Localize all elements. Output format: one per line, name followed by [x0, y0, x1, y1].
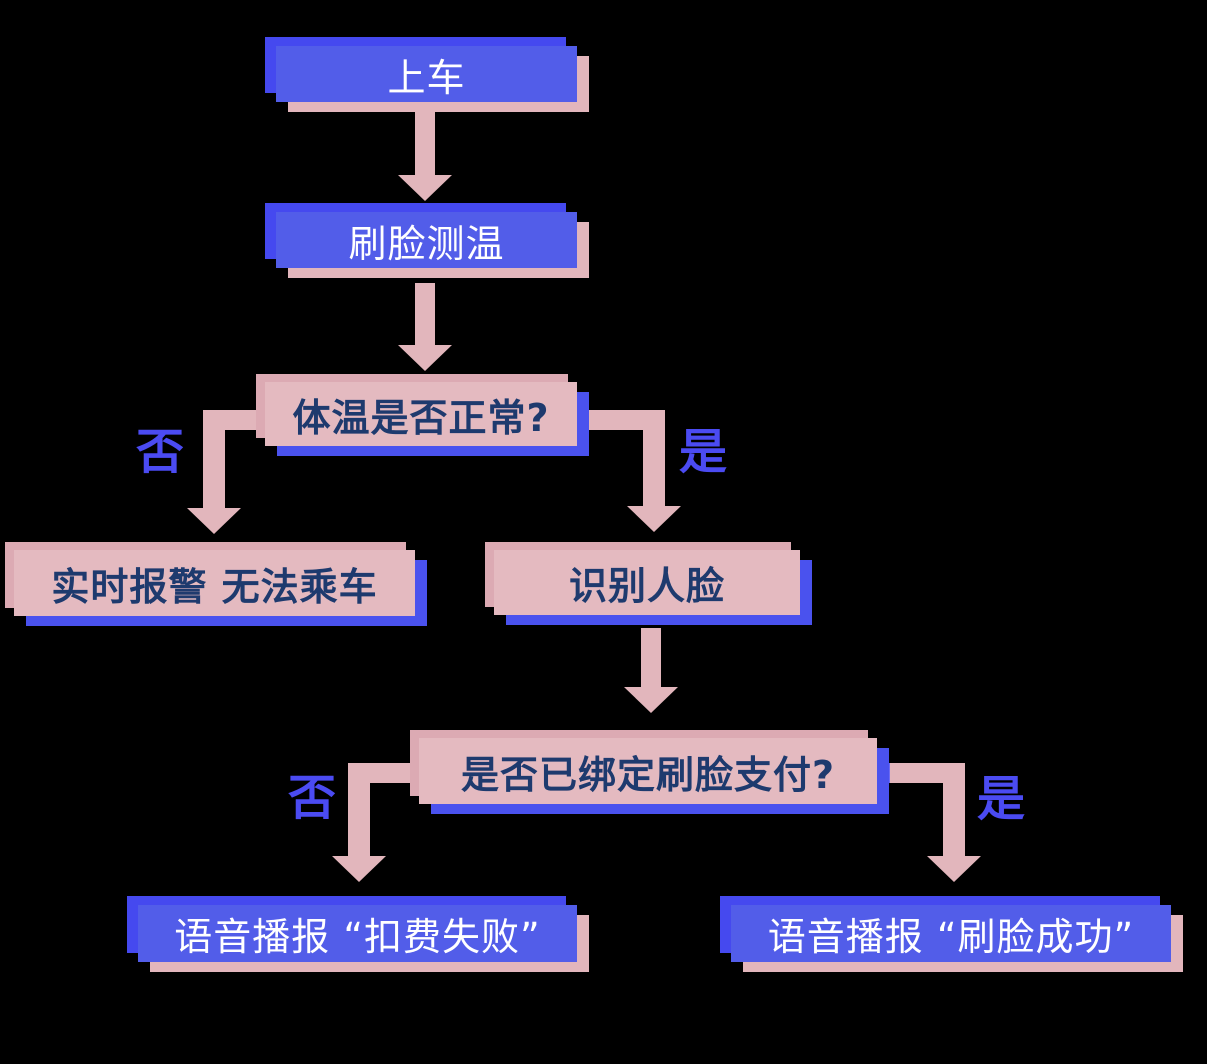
node-board-bus: 上车	[276, 46, 577, 102]
node-face-recognition: 识别人脸	[494, 550, 800, 615]
node-face-temp-scan: 刷脸测温	[276, 212, 577, 268]
arrow-scan-to-tempcheck-head	[398, 345, 452, 371]
node-alarm-no-ride: 实时报警 无法乘车	[14, 550, 415, 616]
decision-face-payment-bound: 是否已绑定刷脸支付?	[419, 738, 877, 804]
connector-temp-no-head	[187, 508, 241, 534]
connector-pay-yes-shadow-overlap	[877, 763, 890, 783]
connector-pay-yes-head	[927, 856, 981, 882]
connector-temp-no-vbar	[203, 410, 225, 508]
connector-pay-no-head	[332, 856, 386, 882]
arrow-scan-to-tempcheck-shaft	[415, 283, 435, 345]
arrow-face-to-paycheck-head	[624, 687, 678, 713]
arrow-board-to-scan-head	[398, 175, 452, 201]
decision-temperature-normal: 体温是否正常?	[265, 382, 577, 446]
branch-label-pay-yes: 是	[976, 771, 1026, 827]
arrow-face-to-paycheck-shaft	[641, 628, 661, 687]
branch-label-temp-yes: 是	[678, 424, 728, 480]
connector-temp-yes-head	[627, 506, 681, 532]
branch-label-pay-no: 否	[287, 770, 337, 826]
connector-temp-yes-shadow-overlap	[577, 410, 588, 430]
connector-pay-yes-vbar	[943, 763, 965, 856]
node-voice-deduction-failed: 语音播报 “扣费失败”	[138, 905, 577, 962]
connector-pay-no-vbar	[348, 763, 370, 856]
arrow-board-to-scan-shaft	[415, 112, 435, 175]
branch-label-temp-no: 否	[135, 424, 185, 480]
connector-temp-yes-vbar	[643, 410, 665, 506]
node-voice-face-success: 语音播报 “刷脸成功”	[731, 905, 1171, 962]
